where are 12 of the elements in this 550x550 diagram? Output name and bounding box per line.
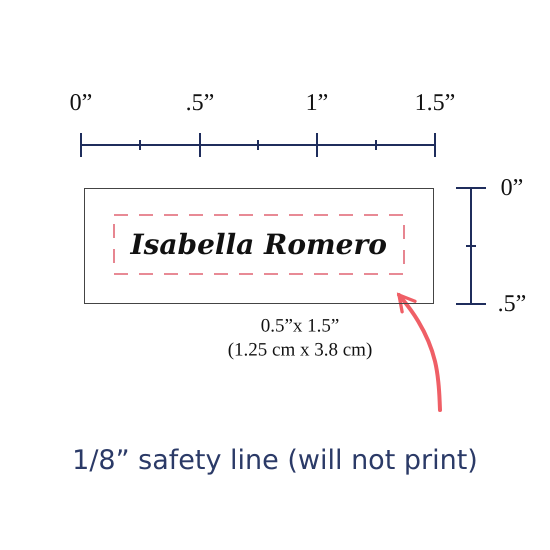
- ruler-label: .5”: [186, 91, 214, 115]
- name-text: Isabella Romero: [130, 228, 387, 261]
- ruler-label: 0”: [70, 91, 92, 115]
- ruler-label: 0”: [500, 176, 524, 200]
- dimension-label: (1.25 cm x 3.8 cm): [228, 340, 372, 360]
- ruler-label: 1”: [306, 91, 328, 115]
- arrow: [397, 293, 442, 412]
- dimension-label: 0.5”x 1.5”: [260, 316, 340, 336]
- ruler-label: 1.5”: [414, 91, 456, 115]
- label-outline-box: [84, 188, 434, 304]
- ruler-label: .5”: [498, 292, 526, 316]
- annotation-text: 1/8” safety line (will not print): [72, 444, 478, 476]
